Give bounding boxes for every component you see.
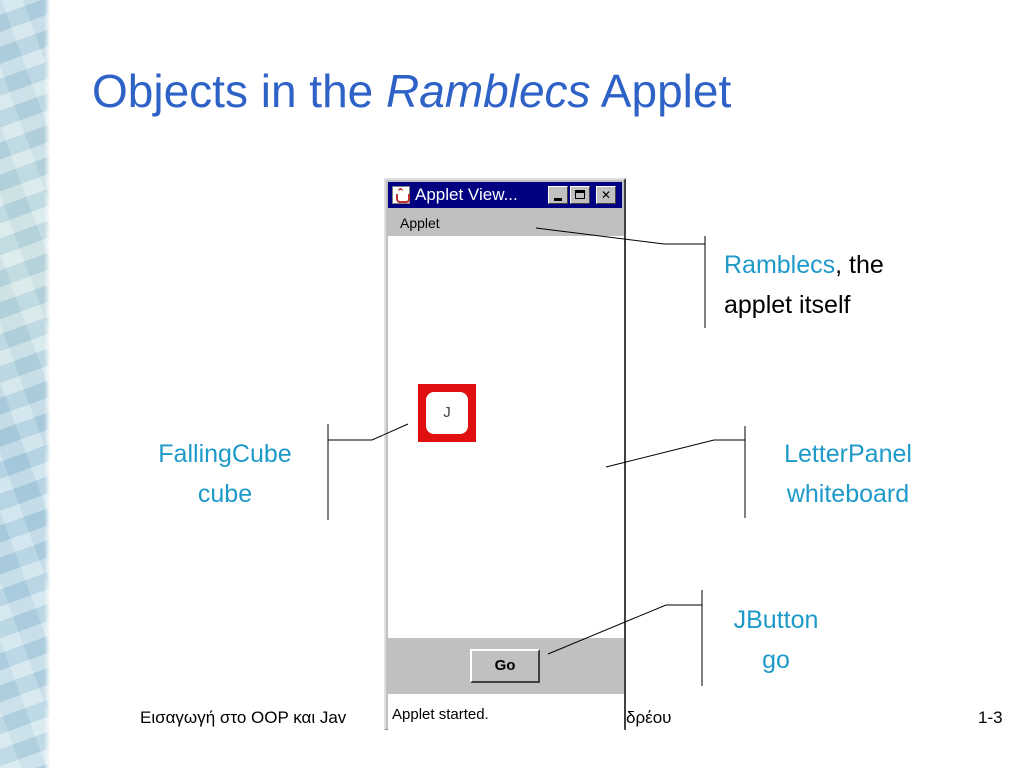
minimize-button[interactable]: [548, 186, 568, 204]
fallingcube-label: FallingCube cube: [152, 434, 298, 514]
footer-course-title: Εισαγωγή στο OOP και Jav: [140, 708, 347, 727]
maximize-button[interactable]: [570, 186, 590, 204]
ramblecs-label: Ramblecs, the applet itself: [724, 245, 884, 325]
window-titlebar[interactable]: Applet View... ✕: [388, 182, 622, 208]
ramblecs-label-line2: applet itself: [724, 291, 851, 319]
minimize-icon: [554, 198, 562, 201]
status-text: Applet started.: [392, 706, 489, 723]
slide-title-italic: Ramblecs: [386, 65, 591, 117]
menu-item-applet[interactable]: Applet: [400, 215, 440, 231]
window-title: Applet View...: [415, 185, 518, 204]
applet-viewer-window: Applet View... ✕ Applet J Go Applet star…: [384, 178, 626, 730]
button-panel: Go: [388, 640, 624, 692]
cube-letter: J: [426, 392, 468, 434]
page-number: 1-3: [978, 708, 1003, 727]
jbutton-label-line1: JButton: [733, 606, 819, 634]
letterpanel-label: LetterPanel whiteboard: [770, 434, 926, 514]
fallingcube-callout-line: [328, 423, 409, 441]
close-button[interactable]: ✕: [596, 186, 616, 204]
letterpanel-callout-line: [605, 439, 745, 468]
slide-title-suffix: Applet: [590, 65, 732, 117]
decorative-side-strip: [0, 0, 50, 768]
jbutton-label: JButton go: [728, 600, 824, 680]
go-button[interactable]: Go: [470, 649, 540, 683]
fallingcube-label-line2: cube: [197, 480, 253, 508]
jbutton-label-line2: go: [762, 646, 790, 674]
falling-cube[interactable]: J: [418, 384, 476, 442]
ramblecs-callout-line: [535, 227, 705, 245]
slide-title: Objects in the Ramblecs Applet: [92, 64, 731, 118]
slide-title-prefix: Objects in the: [92, 65, 387, 117]
footer-author-fragment: δρέου: [626, 708, 672, 727]
letter-panel-whiteboard[interactable]: J: [388, 236, 624, 638]
java-coffee-cup-icon[interactable]: [392, 186, 410, 204]
letterpanel-label-line2: whiteboard: [786, 480, 910, 508]
maximize-icon: [575, 190, 585, 199]
ramblecs-label-rest: , the: [835, 251, 884, 279]
jbutton-callout-line: [547, 604, 702, 655]
fallingcube-label-line1: FallingCube: [158, 440, 292, 468]
ramblecs-label-line1: Ramblecs, the: [724, 245, 884, 285]
menu-bar: Applet: [388, 210, 624, 234]
status-bar: Applet started.: [388, 694, 624, 730]
ramblecs-class-name: Ramblecs: [724, 251, 836, 279]
letterpanel-label-line1: LetterPanel: [784, 440, 912, 468]
